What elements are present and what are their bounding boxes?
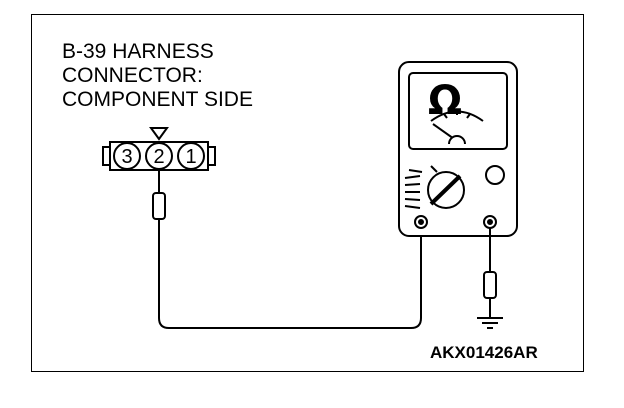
- test-probe-icon: [152, 170, 166, 232]
- pin-2-circle: [145, 142, 173, 170]
- pin-label-3: 3: [121, 146, 132, 168]
- title-line-1: B-39 HARNESS: [62, 40, 214, 63]
- test-lead-wire: [158, 224, 422, 329]
- pin-label-2: 2: [153, 146, 164, 168]
- ground-lead: [483, 228, 497, 318]
- connector-title: B-39 HARNESS CONNECTOR: COMPONENT SIDE: [62, 40, 253, 112]
- pin-3-circle: [113, 142, 141, 170]
- ground-symbol-icon: [477, 317, 503, 329]
- title-line-3: COMPONENT SIDE: [62, 88, 253, 111]
- title-line-2: CONNECTOR:: [62, 64, 203, 87]
- connector-key-icon: [149, 127, 169, 141]
- harness-connector: [102, 127, 216, 171]
- pin-1-circle: [177, 142, 205, 170]
- pin-label-1: 1: [185, 146, 196, 168]
- ohmmeter-icon: [398, 61, 518, 237]
- ohm-symbol: Ω: [428, 78, 462, 124]
- figure-reference-code: AKX01426AR: [430, 343, 538, 362]
